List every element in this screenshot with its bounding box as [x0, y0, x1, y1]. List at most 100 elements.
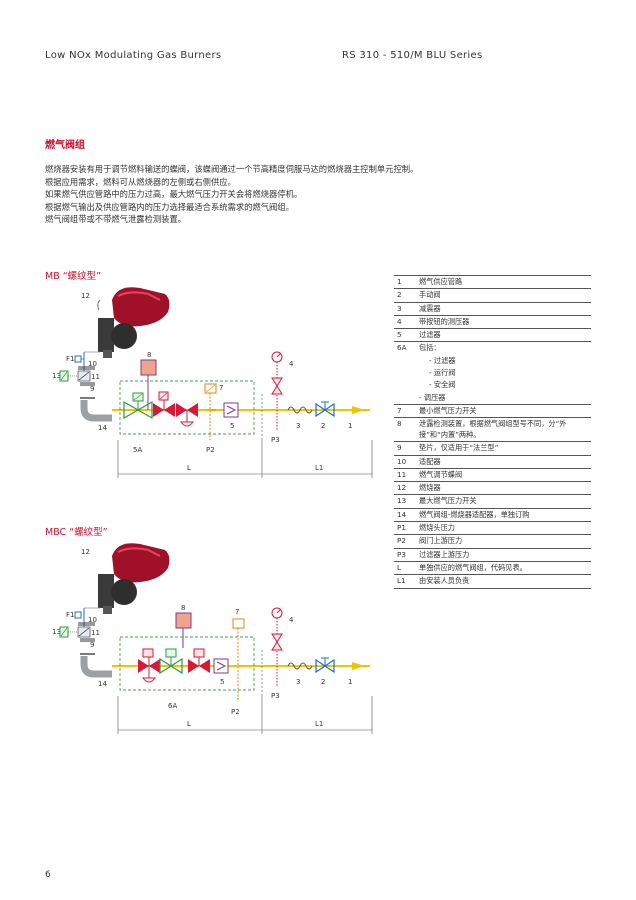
- legend-text: 单独供应的燃气阀组，代码见表。: [419, 562, 527, 572]
- legend-text: - 过滤器: [429, 355, 456, 365]
- label-l: L: [187, 464, 191, 472]
- legend-row: 13 最大燃气压力开关: [394, 495, 591, 509]
- label-14: 14: [98, 680, 107, 688]
- legend-text: 最大燃气压力开关: [419, 496, 477, 506]
- legend-text: 燃气调节蝶阀: [419, 469, 463, 479]
- legend-row: - 安全阀: [394, 379, 591, 391]
- label-p2: P2: [206, 446, 215, 454]
- label-7: 7: [219, 384, 223, 392]
- legend-num: [394, 355, 419, 367]
- legend-num: L1: [397, 576, 406, 586]
- legend-num: 9: [397, 443, 402, 453]
- legend-text: 燃气阀组-燃烧器适配器，单独订购: [419, 509, 530, 519]
- label-5: 5: [230, 422, 234, 430]
- label-4: 4: [289, 616, 294, 624]
- label-9: 9: [90, 641, 94, 649]
- label-8: 8: [181, 604, 185, 612]
- legend-text: 最小燃气压力开关: [419, 405, 477, 415]
- label-14: 14: [98, 424, 107, 432]
- legend-text: 带按钮的测压器: [419, 316, 470, 326]
- legend-num: P1: [397, 523, 406, 533]
- legend-num: 12: [397, 483, 407, 493]
- legend-text: 减震器: [419, 303, 441, 313]
- doc-header-title: Low NOx Modulating Gas Burners: [45, 50, 222, 61]
- section-title: 燃气阀组: [45, 140, 85, 151]
- label-2: 2: [321, 422, 325, 430]
- legend-text: - 安全阀: [429, 380, 456, 390]
- legend-row: 11 燃气调节蝶阀: [394, 469, 591, 483]
- legend-num: 8: [397, 419, 402, 429]
- legend-row: 14 燃气阀组-燃烧器适配器，单独订购: [394, 509, 591, 523]
- label-10: 10: [88, 360, 97, 368]
- label-1: 1: [348, 422, 352, 430]
- legend-num: 7: [397, 405, 402, 415]
- legend-num: P3: [397, 549, 406, 559]
- doc-header-series: RS 310 - 510/M BLU Series: [342, 50, 483, 61]
- label-13: 13: [52, 628, 61, 636]
- legend-num: 13: [397, 496, 407, 506]
- label-1: 1: [348, 678, 352, 686]
- label-l1: L1: [315, 720, 323, 728]
- legend-text: - 运行阀: [429, 368, 456, 378]
- gas-train-diagram-mbc: 12 F1 10 11 13 9 14 8: [52, 543, 373, 734]
- label-11: 11: [91, 629, 100, 637]
- intro-line: 根据燃气输出及供应管路内的压力选择最适合系统需求的燃气阀组。: [45, 201, 294, 212]
- legend-text: 燃烧器: [419, 483, 441, 493]
- legend-text: 过滤器上游压力: [419, 549, 470, 559]
- legend-row: P3 过滤器上游压力: [394, 549, 591, 562]
- label-2: 2: [321, 678, 325, 686]
- label-8: 8: [147, 351, 151, 359]
- legend-num: [394, 379, 419, 391]
- label-p3: P3: [271, 692, 280, 700]
- label-13: 13: [52, 372, 61, 380]
- legend-text: 阀门上游压力: [419, 536, 463, 546]
- label-f1: F1: [66, 611, 74, 619]
- legend-num: [394, 367, 419, 379]
- intro-paragraph: 燃烧器安装有用于调节燃料输送的蝶阀，该蝶阀通过一个节高精度伺服马达的燃烧器主控制…: [45, 163, 515, 226]
- label-5a: 5A: [133, 446, 142, 454]
- legend-num: 6A: [397, 343, 407, 353]
- legend-num: 1: [397, 277, 402, 286]
- label-12: 12: [81, 292, 90, 300]
- legend-num: [394, 392, 419, 404]
- legend-text: 燃烧头压力: [419, 523, 455, 533]
- legend-row: 4 带按钮的测压器: [394, 316, 591, 330]
- label-11: 11: [91, 373, 100, 381]
- label-12: 12: [81, 548, 90, 556]
- legend-row: P2 阀门上游压力: [394, 535, 591, 549]
- label-9: 9: [90, 385, 94, 393]
- legend-num: 4: [397, 316, 402, 326]
- legend-row: - 调压器: [394, 392, 591, 405]
- label-l1: L1: [315, 464, 323, 472]
- label-3: 3: [296, 678, 300, 686]
- label-3: 3: [296, 422, 300, 430]
- legend-num: 5: [397, 330, 402, 340]
- legend-num: 11: [397, 469, 407, 479]
- page-number: 6: [45, 870, 51, 880]
- legend-row: 1 燃气供应管路: [394, 276, 591, 290]
- label-7: 7: [235, 608, 239, 616]
- label-10: 10: [88, 616, 97, 624]
- legend-text: 适配器: [419, 456, 441, 466]
- label-f1: F1: [66, 355, 74, 363]
- label-6a: 6A: [168, 702, 177, 710]
- label-p2: P2: [231, 708, 240, 716]
- legend-text: 手动阀: [419, 290, 441, 300]
- intro-line: 燃气阀组带或不带燃气泄露检测装置。: [45, 214, 187, 224]
- legend-text: - 调压器: [419, 392, 446, 402]
- legend-num: 14: [397, 509, 407, 519]
- intro-line: 如果燃气供应管路中的压力过高，最大燃气压力开关会将燃烧器停机。: [45, 189, 303, 199]
- legend-row: - 运行阀: [394, 367, 591, 379]
- legend-text: 燃气供应管路: [419, 277, 463, 286]
- legend-num: P2: [397, 536, 406, 546]
- burner-icon: [98, 543, 170, 614]
